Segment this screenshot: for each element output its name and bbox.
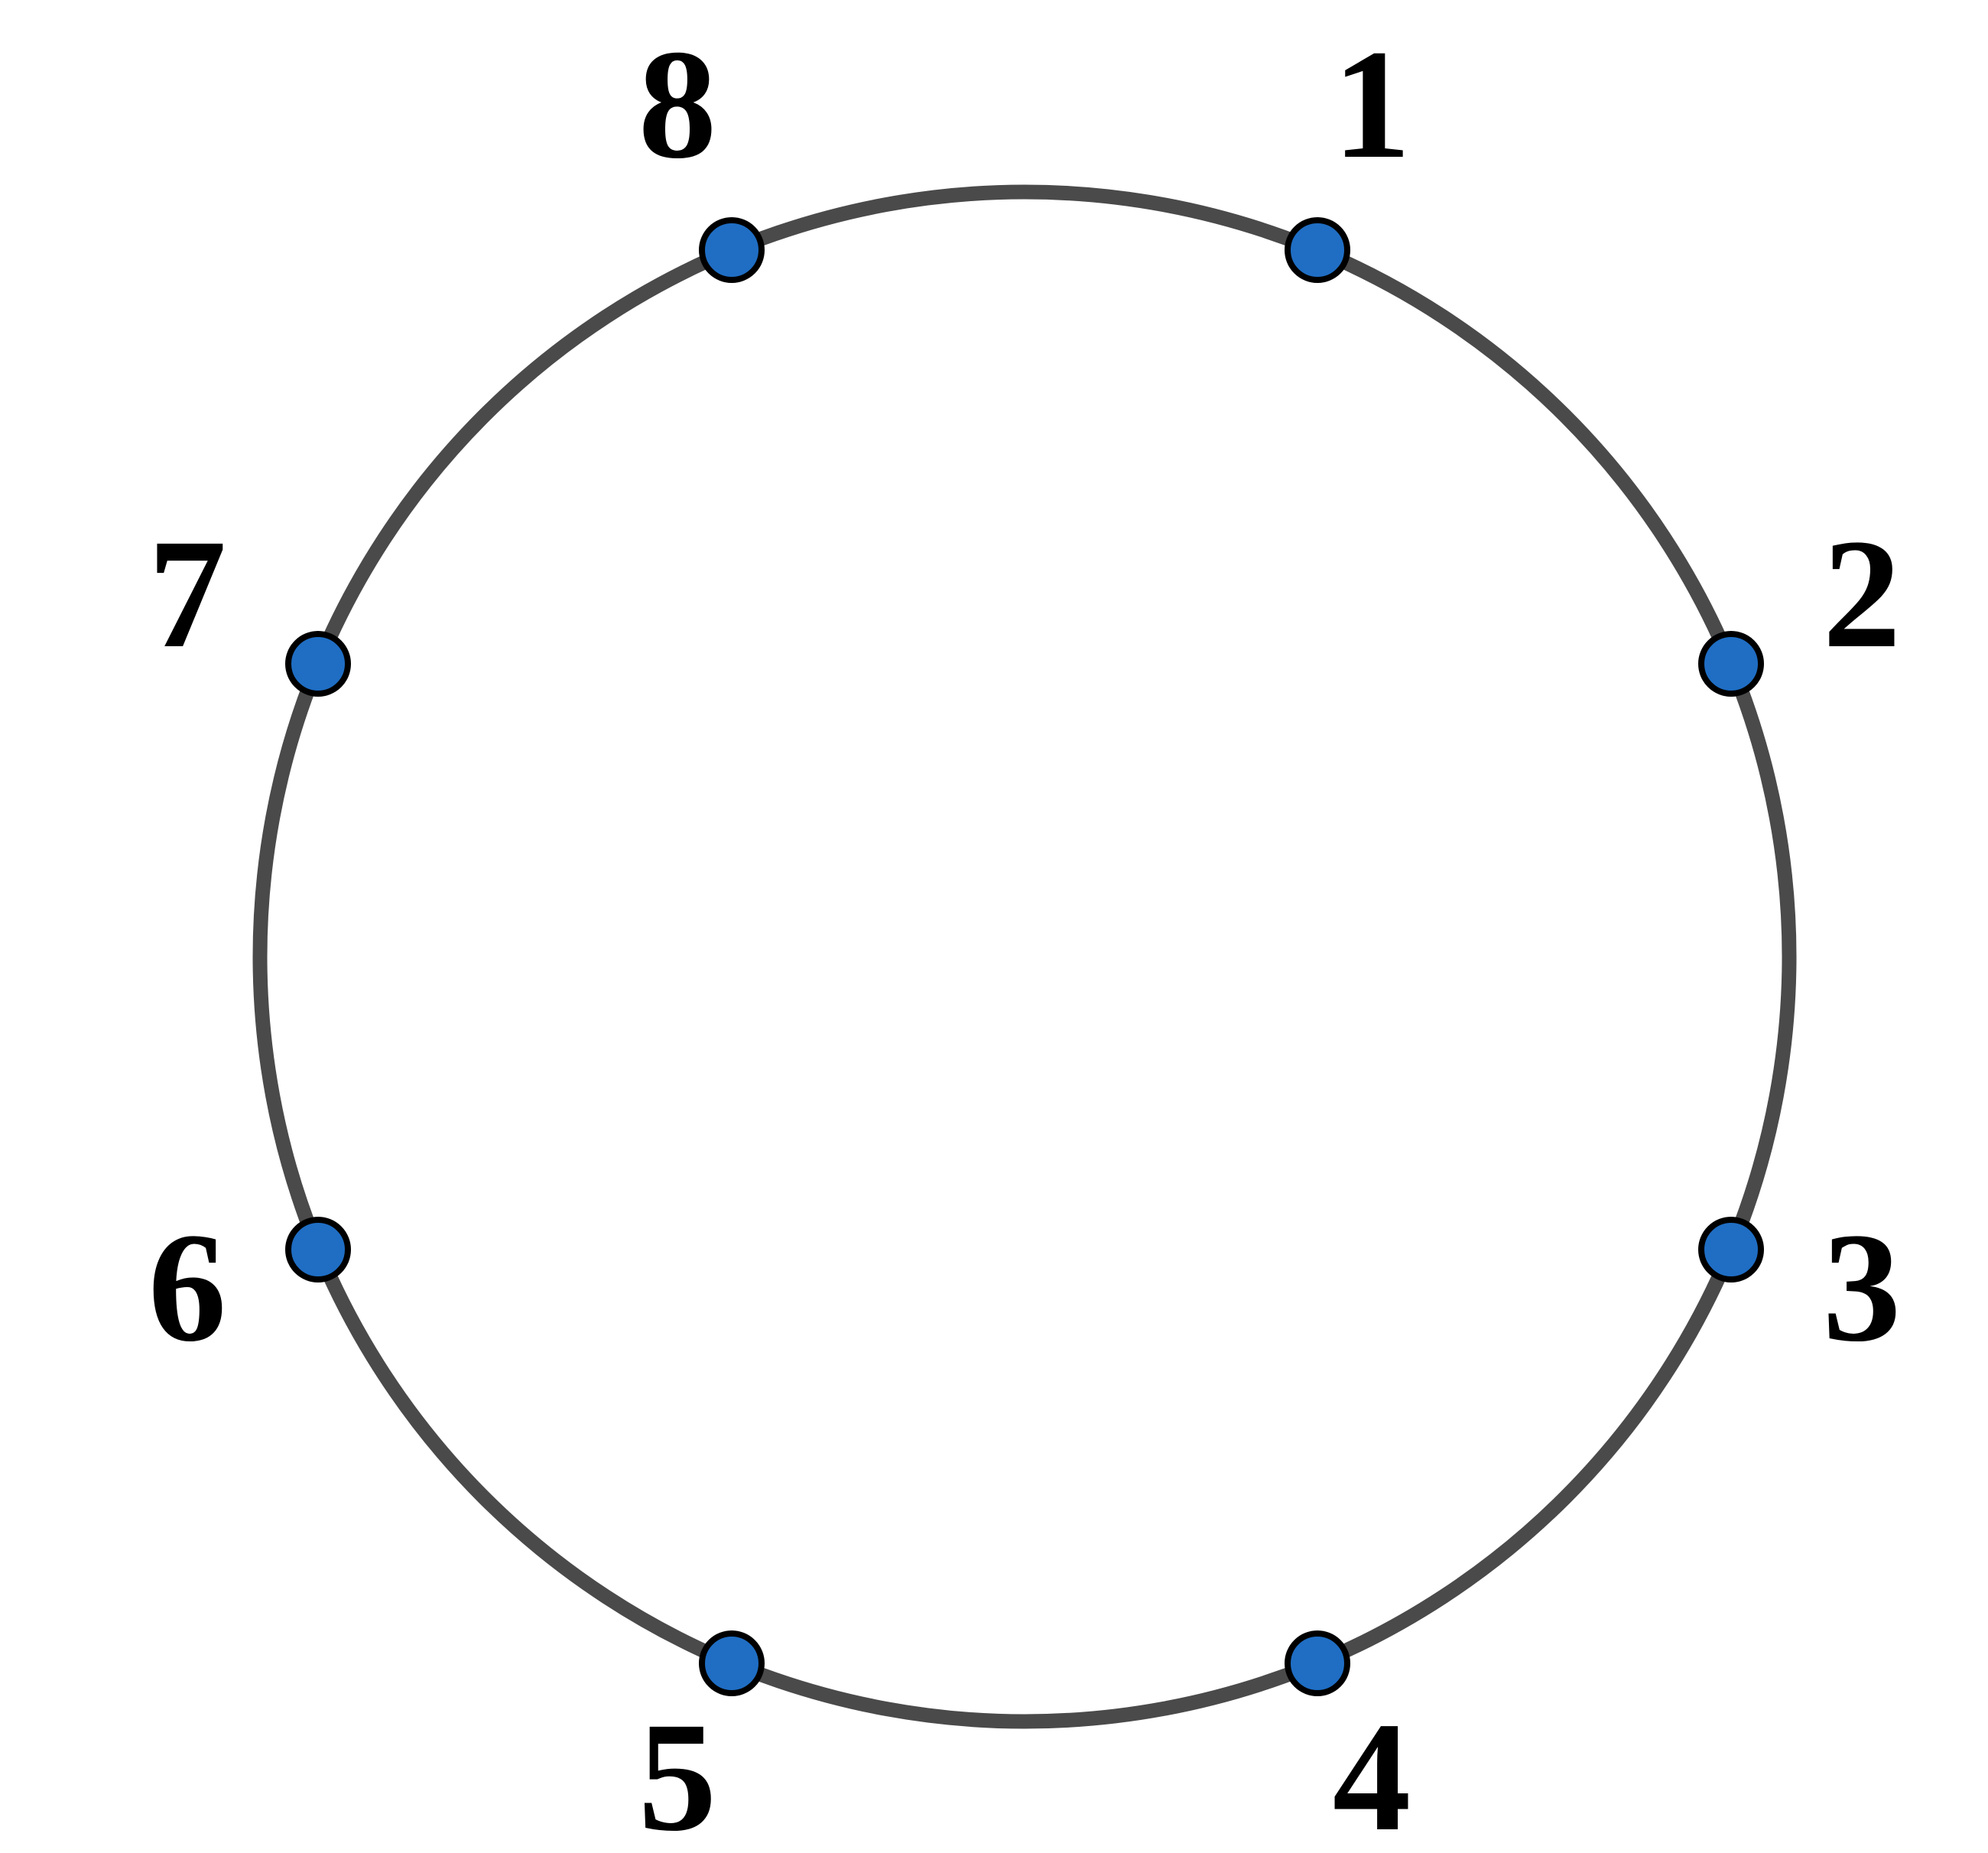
node-marker-icon[interactable] [285,1217,351,1282]
node-label-6: 6 [148,1201,227,1374]
node-marker-icon[interactable] [1285,1630,1350,1696]
graph-node-4[interactable] [1285,1630,1350,1696]
graph-node-5[interactable] [699,1630,765,1696]
node-marker-icon[interactable] [1285,217,1350,283]
node-marker-icon[interactable] [699,1630,765,1696]
node-label-2: 2 [1823,507,1902,681]
node-marker-icon[interactable] [285,631,351,697]
cycle-edge-ring [252,184,1797,1729]
node-label-8: 8 [638,18,717,191]
graph-node-8[interactable] [699,217,765,283]
node-label-4: 4 [1333,1690,1411,1853]
graph-node-3[interactable] [1698,1217,1764,1282]
graph-node-2[interactable] [1698,631,1764,697]
graph-node-6[interactable] [285,1217,351,1282]
edges-layer [252,184,1797,1729]
node-labels-layer: 1 2 3 4 5 6 7 8 [148,18,1902,1853]
node-marker-icon[interactable] [699,217,765,283]
node-label-5: 5 [638,1690,717,1853]
node-label-7: 7 [148,507,227,681]
nodes-layer [285,217,1764,1696]
node-marker-icon[interactable] [1698,1217,1764,1282]
graph-node-1[interactable] [1285,217,1350,283]
graph-node-7[interactable] [285,631,351,697]
node-label-1: 1 [1333,18,1411,191]
node-marker-icon[interactable] [1698,631,1764,697]
node-label-3: 3 [1823,1201,1902,1374]
